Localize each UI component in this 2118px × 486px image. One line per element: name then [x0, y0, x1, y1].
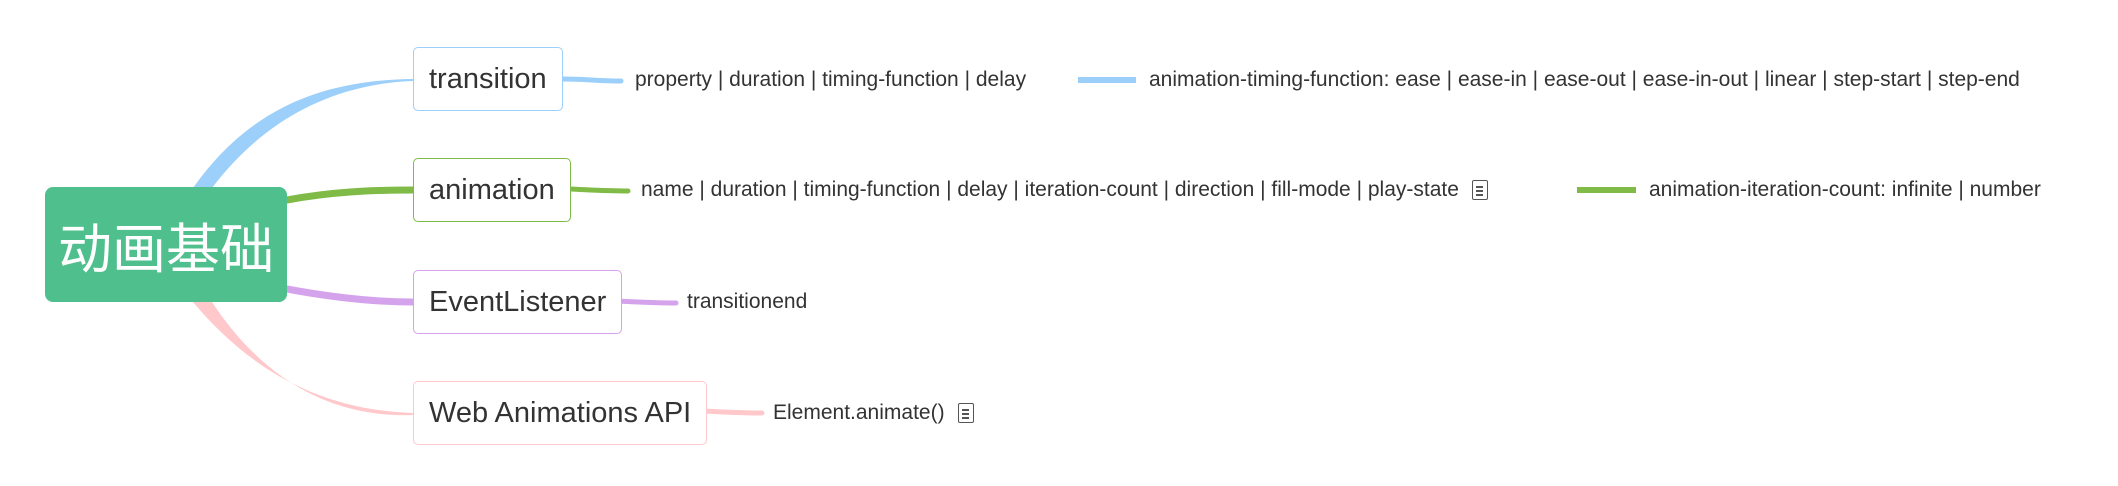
branch-transition[interactable]: transition [413, 47, 563, 111]
branch-animation[interactable]: animation [413, 158, 571, 222]
leaf-transitionend[interactable]: transitionend [687, 287, 807, 317]
connector-transition-leaf [560, 76, 624, 84]
leaf-element-animate-label: Element.animate() [773, 401, 945, 424]
leaf-iteration-count-values-label: animation-iteration-count: infinite | nu… [1649, 178, 2041, 201]
leaf-iteration-count-values[interactable]: animation-iteration-count: infinite | nu… [1649, 175, 2041, 205]
connector-eventlistener-leaf [613, 298, 679, 306]
root-topic[interactable]: 动画基础 [45, 187, 287, 302]
branch-web-animations-api[interactable]: Web Animations API [413, 381, 708, 445]
connector-root-transition [193, 79, 413, 188]
connector-webanimations-leaf [700, 408, 765, 416]
branch-animation-label: animation [429, 173, 555, 206]
connector-root-webanimations [193, 302, 413, 416]
leaf-timing-function-values[interactable]: animation-timing-function: ease | ease-i… [1149, 65, 2020, 95]
leaf-element-animate[interactable]: Element.animate() [773, 398, 974, 428]
connector-root-eventlistener [283, 285, 417, 306]
branch-transition-label: transition [429, 62, 547, 95]
leaf-timing-function-values-label: animation-timing-function: ease | ease-i… [1149, 68, 2020, 91]
leaf-transition-properties[interactable]: property | duration | timing-function | … [635, 65, 1026, 95]
leaf-transitionend-label: transitionend [687, 290, 808, 313]
note-icon[interactable] [957, 403, 974, 423]
note-icon[interactable] [1471, 180, 1488, 200]
connector-root-animation [283, 186, 417, 204]
leaf-animation-properties[interactable]: name | duration | timing-function | dela… [641, 175, 1488, 205]
leaf-animation-properties-label: name | duration | timing-function | dela… [641, 178, 1459, 201]
leaf-transition-properties-label: property | duration | timing-function | … [635, 68, 1027, 91]
branch-eventlistener[interactable]: EventListener [413, 270, 623, 334]
root-topic-label: 动画基础 [58, 218, 274, 281]
branch-eventlistener-label: EventListener [429, 285, 607, 318]
connector-animation-leaf [567, 186, 631, 194]
branch-web-animations-api-label: Web Animations API [429, 396, 692, 429]
